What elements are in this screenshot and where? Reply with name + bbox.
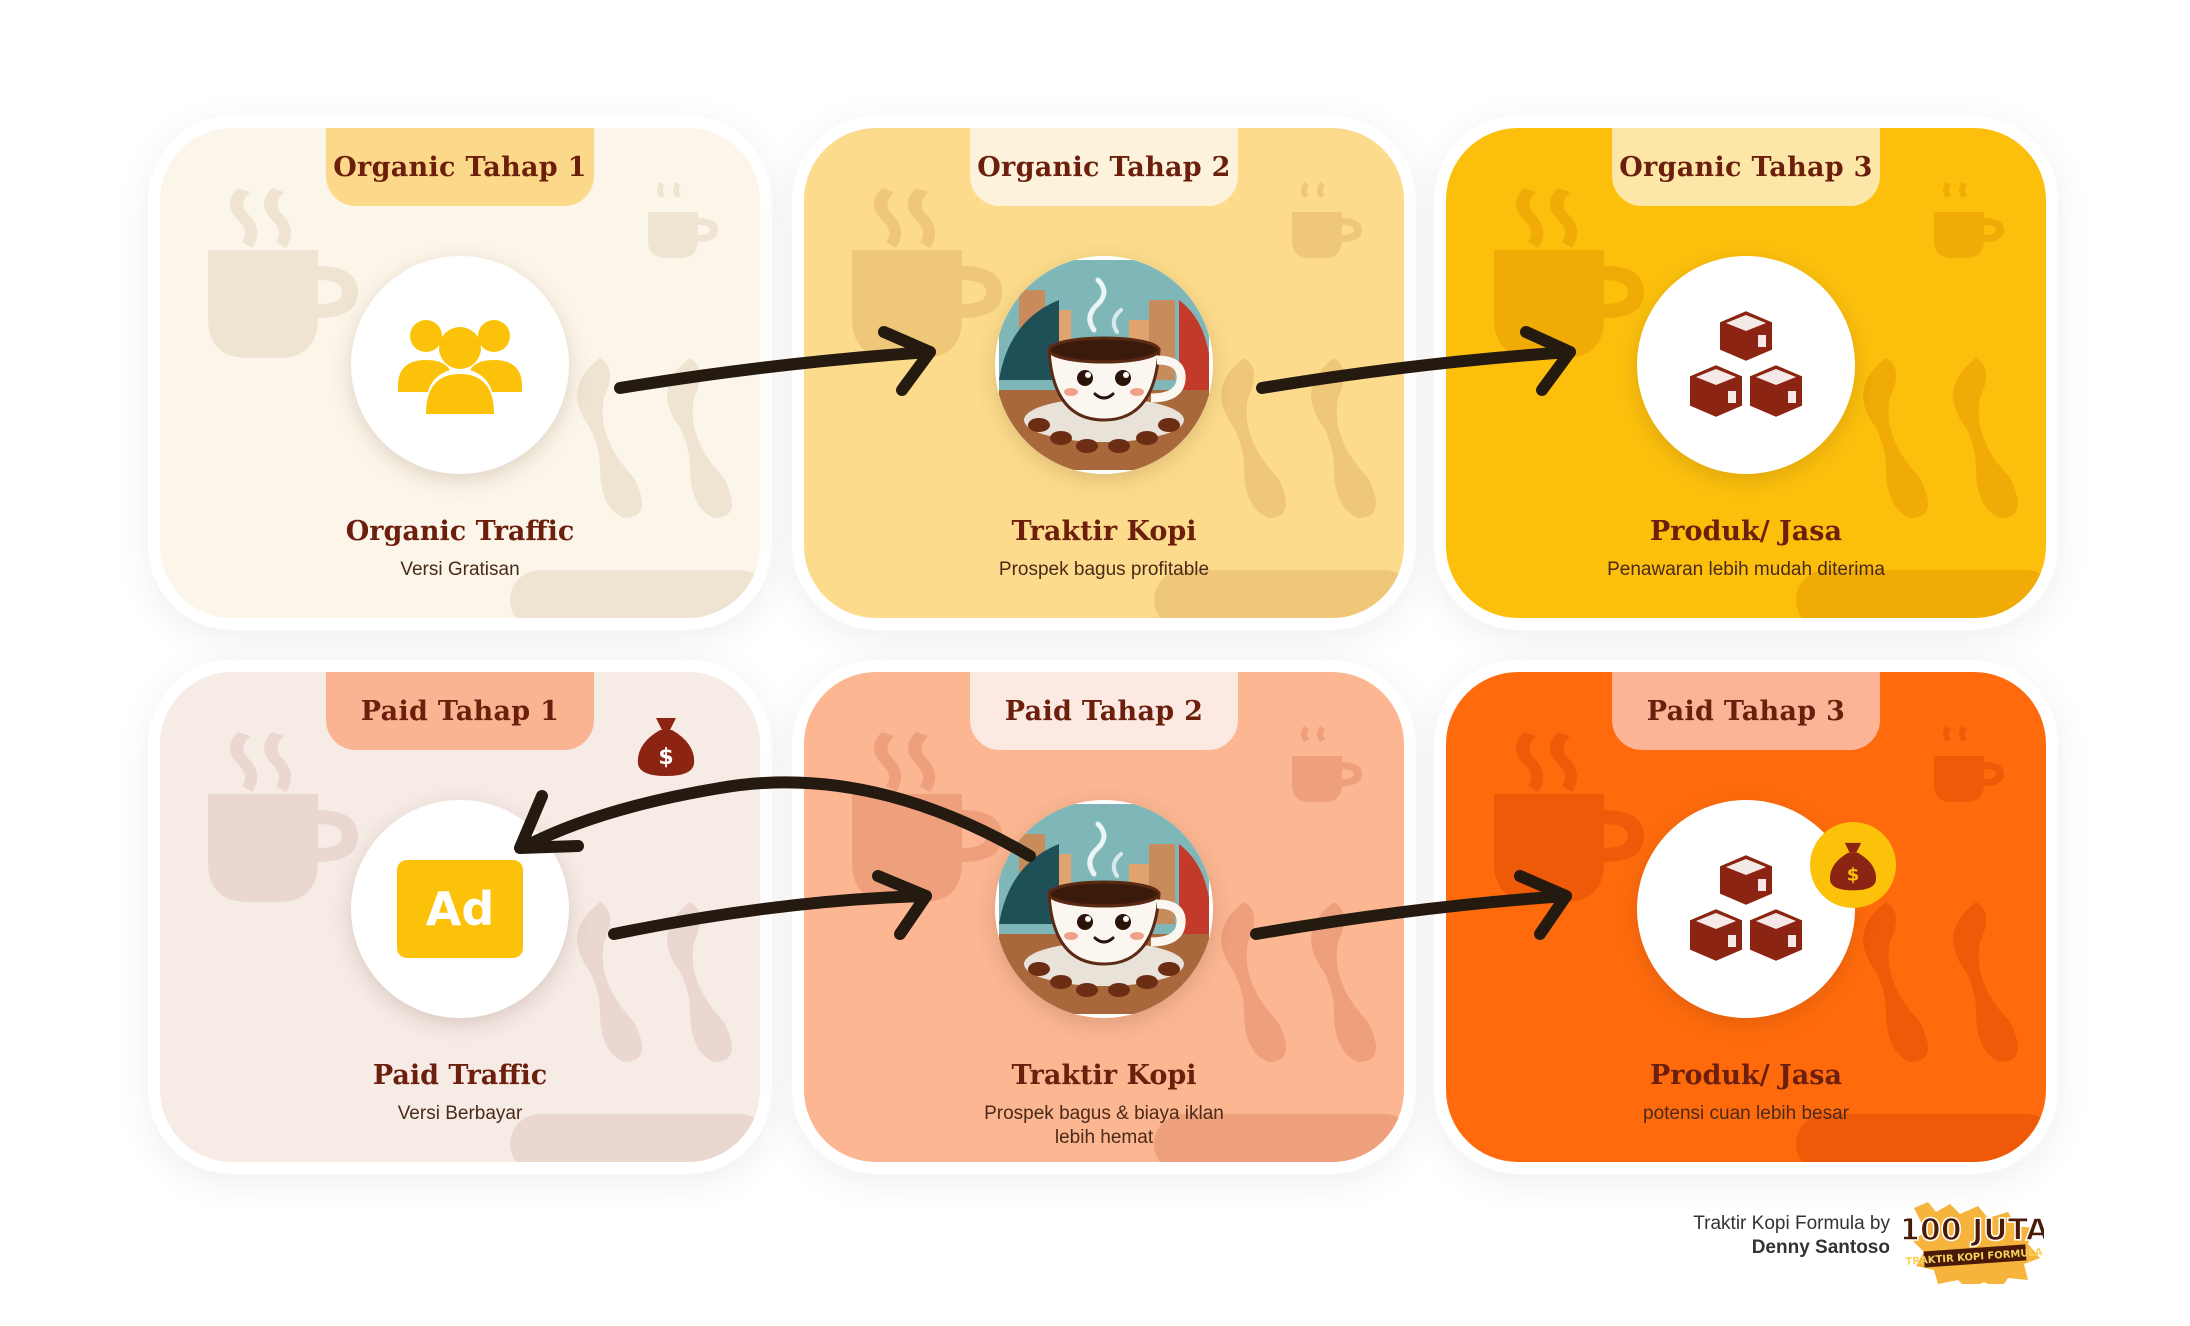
stage-subtitle: Prospek bagus & biaya iklan lebih hemat — [984, 1103, 1224, 1148]
stage-subtitle: Versi Gratisan — [400, 559, 520, 580]
arrow-paid-1-to-2 — [608, 890, 932, 940]
cubes-icon — [1686, 851, 1806, 965]
stage-tab: Organic Tahap 1 — [326, 128, 594, 206]
footer-line-2: Denny Santoso — [1751, 1237, 1890, 1258]
arrow-organic-2-to-3 — [1256, 346, 1576, 394]
stage-title: Traktir Kopi — [1011, 516, 1197, 547]
svg-text:$: $ — [658, 745, 673, 770]
stage-tab: Paid Tahap 1 — [326, 672, 594, 750]
stage-icon-circle — [995, 256, 1213, 474]
coffee-cup-mascot-icon — [999, 804, 1209, 1014]
stage-title: Paid Traffic — [372, 1060, 548, 1091]
money-bag-badge: $ — [1810, 822, 1896, 908]
ad-badge-icon: Ad — [397, 860, 523, 958]
stage-subtitle: potensi cuan lebih besar — [1643, 1103, 1849, 1124]
footer-credit: Traktir Kopi Formula by Denny Santoso — [1693, 1212, 1890, 1260]
coffee-cup-mascot-icon — [999, 260, 1209, 470]
stage-tab: Paid Tahap 3 — [1612, 672, 1880, 750]
stage-subtitle: Penawaran lebih mudah diterima — [1607, 559, 1885, 580]
stage-tab: Organic Tahap 2 — [970, 128, 1238, 206]
users-group-icon — [398, 320, 522, 414]
stage-subtitle: Versi Berbayar — [397, 1103, 523, 1124]
money-bag-icon: $ — [1829, 842, 1877, 891]
stage-title: Traktir Kopi — [1011, 1060, 1197, 1091]
stage-icon-circle — [351, 256, 569, 474]
stage-title: Organic Traffic — [345, 516, 575, 547]
stage-tab: Paid Tahap 2 — [970, 672, 1238, 750]
footer-line-1: Traktir Kopi Formula by — [1693, 1213, 1890, 1234]
arrow-paid-2-to-3 — [1250, 890, 1572, 940]
stage-title: Produk/ Jasa — [1650, 516, 1842, 547]
arrow-organic-1-to-2-head — [878, 326, 936, 396]
arrow-paid-1-to-2-head — [872, 870, 932, 940]
arrow-organic-1-to-2 — [614, 346, 936, 394]
arrow-paid-2-to-3-head — [1514, 870, 1572, 940]
card-paid-1: Paid Tahap 1 $ Ad Paid Traffic Versi Ber… — [160, 672, 760, 1162]
arrow-paid-2-back-to-1 — [520, 776, 1036, 862]
stage-tab: Organic Tahap 3 — [1612, 128, 1880, 206]
stage-icon-circle — [1637, 256, 1855, 474]
stage-icon-circle — [1637, 800, 1855, 1018]
svg-text:$: $ — [1847, 865, 1860, 886]
stage-subtitle: Prospek bagus profitable — [998, 559, 1210, 580]
ad-badge-label: Ad — [425, 882, 495, 936]
svg-text:100 JUTA: 100 JUTA — [1904, 1213, 2044, 1248]
traktir-kopi-formula-logo: 100 JUTA TRAKTIR KOPI FORMULA — [1904, 1202, 2044, 1284]
arrow-paid-2-back-to-1-head — [514, 790, 584, 854]
money-bag-icon: $ — [637, 718, 695, 776]
stage-title: Produk/ Jasa — [1650, 1060, 1842, 1091]
cubes-icon — [1686, 307, 1806, 421]
card-organic-1: Organic Tahap 1 Organic Traffic Versi Gr… — [160, 128, 760, 618]
stage-icon-circle — [995, 800, 1213, 1018]
arrow-organic-2-to-3-head — [1520, 326, 1576, 396]
